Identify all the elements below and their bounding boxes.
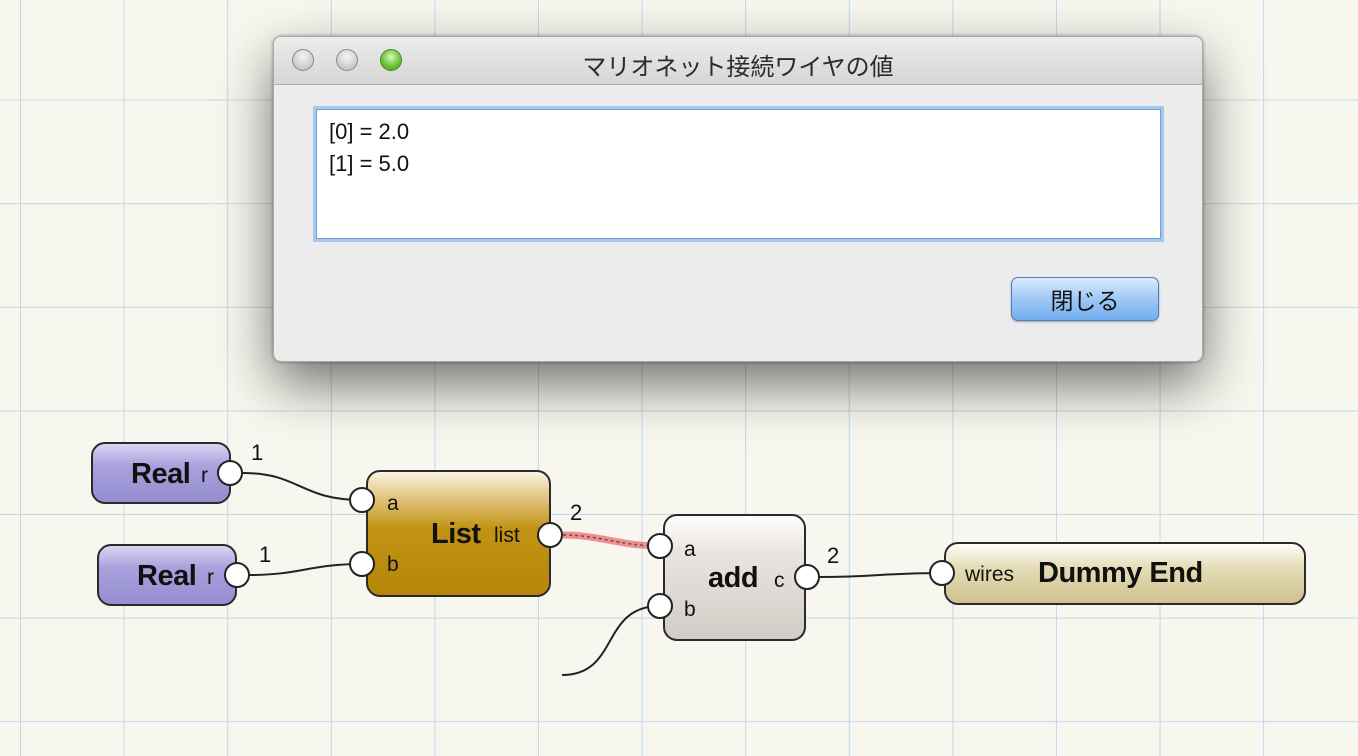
input-port-label-b: b <box>684 598 696 621</box>
real-node-2[interactable]: Real r <box>97 544 237 606</box>
close-window-icon[interactable] <box>292 49 314 71</box>
wire-count-label: 2 <box>827 543 840 568</box>
zoom-window-icon[interactable] <box>380 49 402 71</box>
wire-values-textarea[interactable]: [0] = 2.0 [1] = 5.0 <box>316 109 1161 239</box>
list-input-port-b[interactable] <box>349 551 375 577</box>
wire-count-label: 1 <box>259 542 272 567</box>
wire-value-line: [1] = 5.0 <box>329 151 410 176</box>
real-2-output-port[interactable] <box>224 562 250 588</box>
dummy-end-node[interactable]: wires Dummy End <box>944 542 1306 605</box>
dialog-titlebar[interactable]: マリオネット接続ワイヤの値 <box>274 37 1202 85</box>
real-1-output-port[interactable] <box>217 460 243 486</box>
dummy-end-node-title: Dummy End <box>1038 557 1203 589</box>
list-node-title: List <box>431 518 481 550</box>
wire-add-dummy[interactable] <box>818 572 943 578</box>
dummy-end-input-port[interactable] <box>929 560 955 586</box>
output-port-label: list <box>494 524 520 547</box>
add-input-port-a[interactable] <box>647 533 673 559</box>
wire-real1-list-a[interactable] <box>242 472 363 501</box>
output-port-label: r <box>201 464 208 487</box>
add-node-title: add <box>708 562 759 594</box>
list-input-port-a[interactable] <box>349 487 375 513</box>
wire-real3-add-b[interactable] <box>561 605 661 676</box>
real-node-1[interactable]: Real r <box>91 442 231 504</box>
real-node-title: Real <box>131 458 191 490</box>
dialog-title: マリオネット接続ワイヤの値 <box>582 53 894 81</box>
output-port-label: r <box>207 566 214 589</box>
real-node-title: Real <box>137 560 197 592</box>
wire-count-label: 2 <box>570 500 583 525</box>
output-port-label: c <box>774 569 785 592</box>
input-port-label: wires <box>965 563 1015 586</box>
wire-real2-list-b[interactable] <box>249 563 363 576</box>
input-port-label-a: a <box>387 492 399 515</box>
list-output-port[interactable] <box>537 522 563 548</box>
input-port-label-a: a <box>684 538 696 561</box>
wire-value-dialog: マリオネット接続ワイヤの値 [0] = 2.0 [1] = 5.0 閉じる <box>273 36 1203 362</box>
wire-value-line: [0] = 2.0 <box>329 119 410 144</box>
input-port-label-b: b <box>387 553 399 576</box>
add-output-port[interactable] <box>794 564 820 590</box>
wire-count-label: 1 <box>251 440 264 465</box>
minimize-window-icon[interactable] <box>336 49 358 71</box>
add-input-port-b[interactable] <box>647 593 673 619</box>
add-node[interactable]: a b add c <box>663 514 806 641</box>
list-node[interactable]: a b List list <box>366 470 551 597</box>
close-button[interactable]: 閉じる <box>1011 277 1159 321</box>
